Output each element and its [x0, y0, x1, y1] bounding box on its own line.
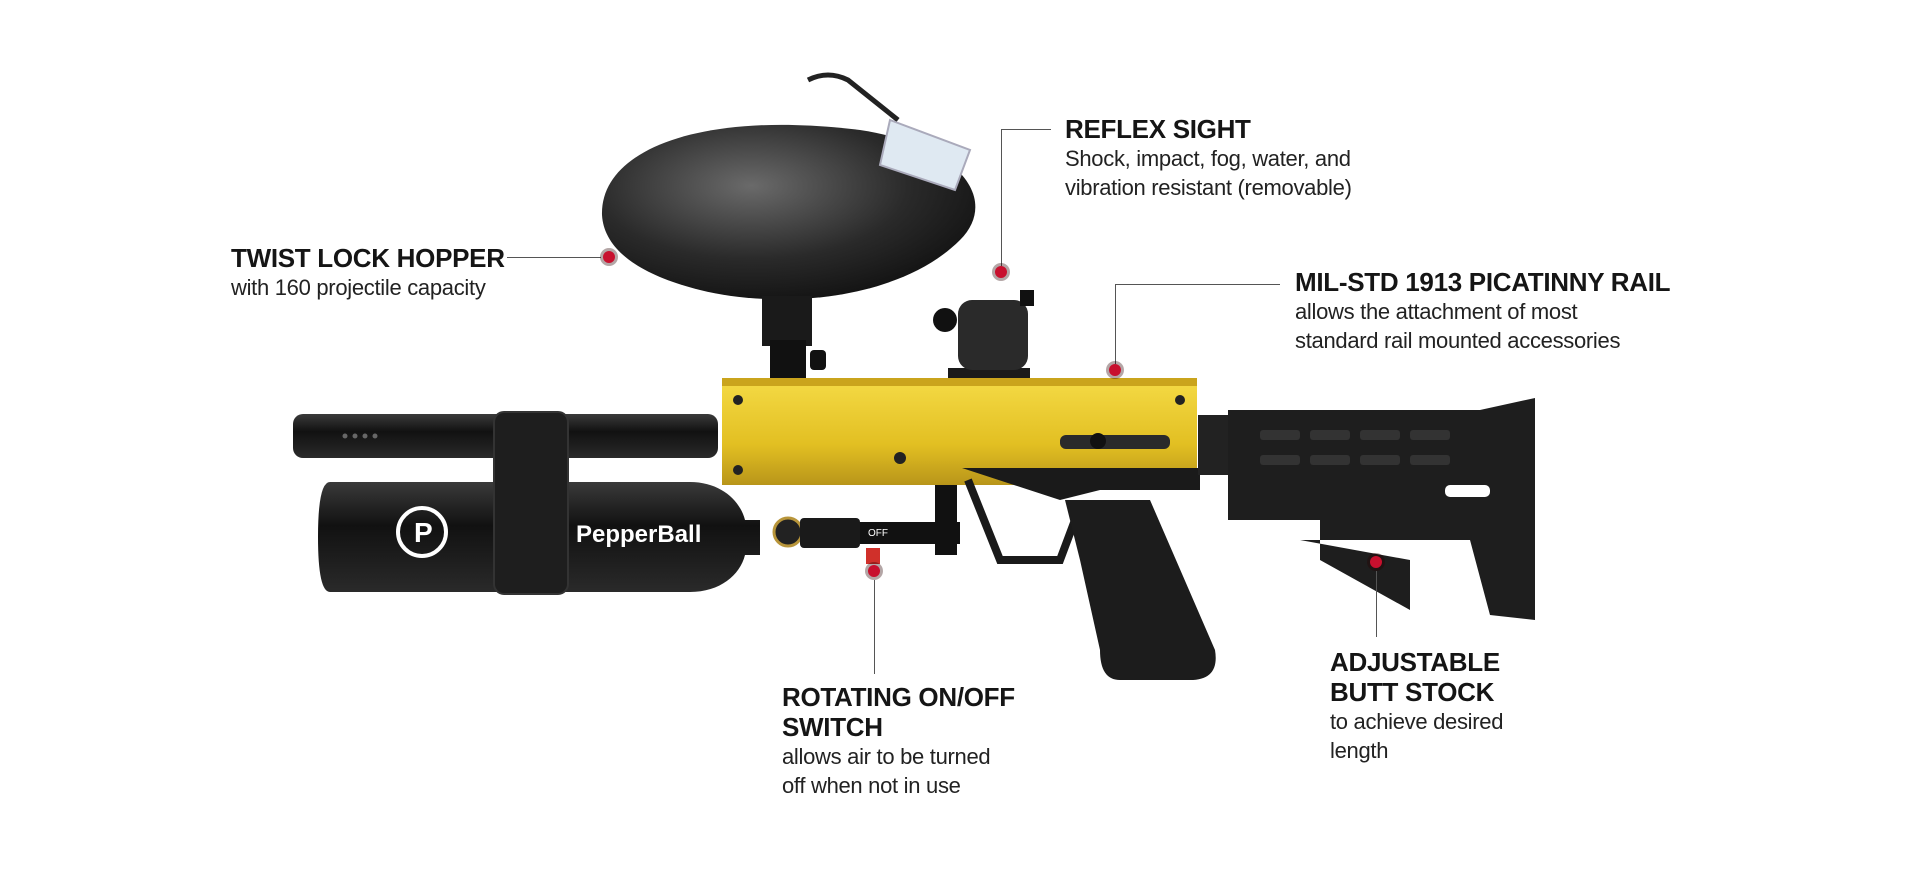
hopper — [601, 72, 976, 382]
svg-text:P: P — [414, 517, 433, 548]
callout-description: off when not in use — [782, 773, 961, 798]
callout-twist-lock-hopper: TWIST LOCK HOPPER with 160 projectile ca… — [231, 243, 505, 302]
callout-description: allows the attachment of most — [1295, 299, 1578, 324]
callout-description: standard rail mounted accessories — [1295, 328, 1621, 353]
barrel-ports — [342, 433, 378, 439]
stock-marker-dot — [1370, 556, 1382, 568]
switch-marker-dot — [868, 565, 880, 577]
callout-butt-stock: ADJUSTABLE BUTT STOCK to achieve desired… — [1330, 647, 1503, 765]
callout-description: to achieve desired — [1330, 709, 1504, 734]
sight-leader-line — [1001, 129, 1051, 130]
tank-logo: PepperBall — [576, 521, 701, 548]
callout-title: ADJUSTABLE — [1330, 647, 1500, 677]
callout-description: Shock, impact, fog, water, and — [1065, 146, 1351, 171]
hopper-leader-line — [507, 257, 601, 258]
on-off-valve: OFF — [772, 485, 960, 564]
switch-leader-line — [874, 580, 875, 674]
callout-on-off-switch: ROTATING ON/OFF SWITCH allows air to be … — [782, 682, 1015, 800]
callout-title: SWITCH — [782, 712, 883, 742]
callout-title: BUTT STOCK — [1330, 677, 1495, 707]
stock-leader-line — [1376, 571, 1377, 637]
tank-clamp — [493, 411, 569, 595]
callout-description: with 160 projectile capacity — [231, 275, 486, 300]
rail-leader-line — [1115, 284, 1280, 285]
grip — [962, 468, 1216, 680]
callout-description: length — [1330, 738, 1389, 763]
rail-marker-dot — [1109, 364, 1121, 376]
hopper-marker-dot — [603, 251, 615, 263]
callout-title: ROTATING ON/OFF — [782, 682, 1015, 712]
callout-description: allows air to be turned — [782, 744, 991, 769]
sight-leader-line-vertical — [1001, 129, 1002, 266]
callout-description: vibration resistant (removable) — [1065, 175, 1352, 200]
callout-title: TWIST LOCK HOPPER — [231, 243, 505, 273]
sight-marker-dot — [995, 266, 1007, 278]
callout-title: MIL-STD 1913 PICATINNY RAIL — [1295, 267, 1671, 297]
callout-picatinny-rail: MIL-STD 1913 PICATINNY RAIL allows the a… — [1295, 267, 1671, 355]
callout-reflex-sight: REFLEX SIGHT Shock, impact, fog, water, … — [1065, 114, 1352, 202]
valve-off-label: OFF — [868, 528, 888, 539]
butt-stock — [1198, 398, 1535, 620]
rail-leader-line-vertical — [1115, 284, 1116, 364]
callout-title: REFLEX SIGHT — [1065, 114, 1251, 144]
